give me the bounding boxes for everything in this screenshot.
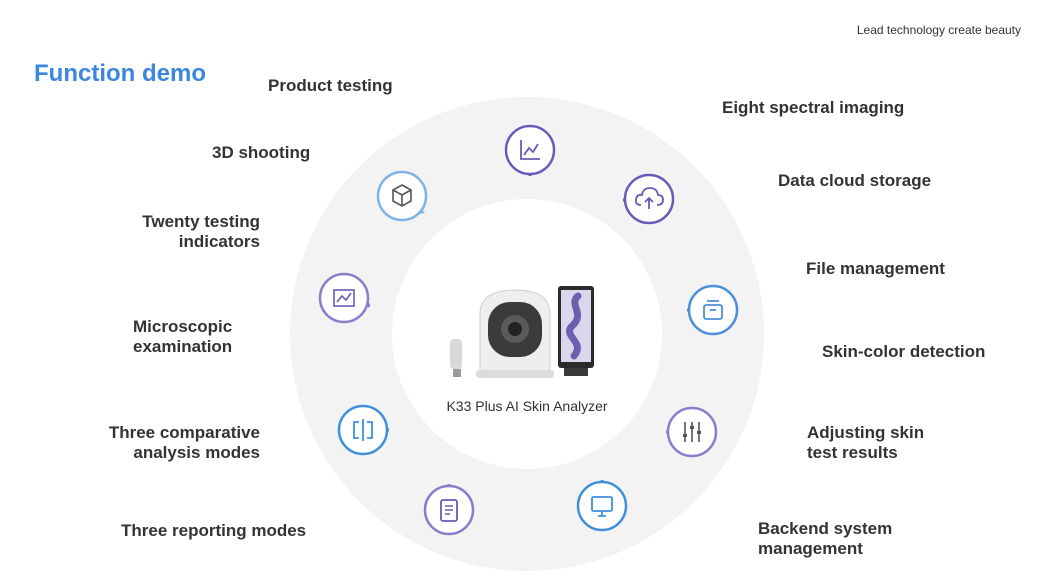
feature-label-file-management: File management [806,259,945,278]
folder-box-icon [687,284,739,336]
chart-icon [504,124,556,176]
product-caption: K33 Plus AI Skin Analyzer [446,398,608,414]
feature-label-3d-shooting: 3D shooting [212,143,311,162]
cube-icon [376,170,428,222]
page-title: Function demo [34,60,206,87]
feature-label-product-testing: Product testing [268,76,393,95]
feature-label-eight-spectral-imaging: Eight spectral imaging [722,98,905,117]
tagline: Lead technology create beauty [856,23,1021,37]
feature-label-data-cloud-storage: Data cloud storage [778,171,932,190]
feature-label-three-reporting-modes: Three reporting modes [121,521,307,540]
skin-analyzer-device-illustration [450,286,594,378]
sliders-icon [666,406,718,458]
clipboard-icon [423,484,475,536]
feature-label-skin-color-detection: Skin-color detection [822,342,986,361]
monitor-icon [576,480,628,532]
compare-icon [337,404,389,456]
cloud-upload-icon [623,173,675,225]
line-graph-icon [318,272,370,324]
